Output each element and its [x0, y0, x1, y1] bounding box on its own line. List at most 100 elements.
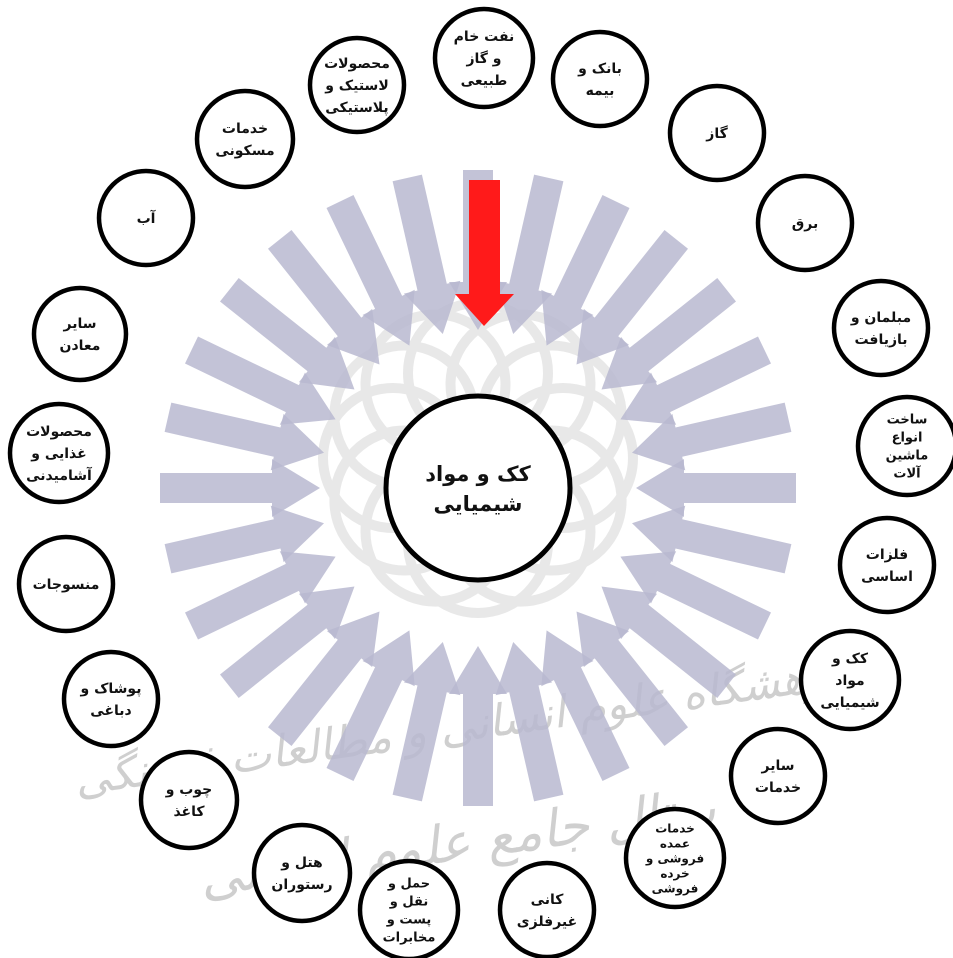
- sector-label-line: بانک و: [577, 61, 622, 77]
- sector-label-line: پست و: [386, 913, 431, 928]
- sector-label-line: نقل و: [389, 895, 428, 910]
- inward-arrow-icon: [541, 630, 630, 781]
- sector-label-line: مخابرات: [383, 931, 436, 946]
- sector-circle: [31, 285, 129, 383]
- inward-arrow-icon: [636, 459, 796, 517]
- sector-node-gas: گاز: [667, 83, 767, 183]
- sector-label-line: بازیافت: [854, 332, 907, 348]
- inward-arrow-icon: [392, 174, 461, 334]
- center-label-line: کک و مواد: [425, 462, 531, 486]
- sector-label-line: سایر: [63, 316, 97, 332]
- sector-label-line: بیمه: [586, 83, 615, 99]
- sector-label-line: شیمیایی: [820, 695, 879, 711]
- highlight-arrow: [455, 180, 514, 326]
- sector-label-line: رستوران: [271, 877, 332, 893]
- sector-label-line: و گاز: [465, 50, 501, 67]
- sector-circle: [307, 35, 407, 135]
- inward-arrow-icon: [601, 586, 736, 698]
- sector-node-water: آب: [96, 168, 196, 268]
- sector-label-line: فلزات: [866, 547, 908, 563]
- sector-label-line: منسوجات: [33, 577, 100, 593]
- inward-arrow-icon: [268, 611, 380, 746]
- sector-label-line: پلاستیکی: [325, 100, 388, 116]
- sector-node-other-mining: سایر معادن: [31, 285, 129, 383]
- sector-circle: [357, 858, 461, 958]
- sector-label-line: محصولات: [324, 56, 390, 72]
- sector-label-line: خرده: [660, 866, 689, 880]
- sector-node-crude-oil-gas: نفت خام و گاز طبیعی: [432, 6, 536, 110]
- sector-label-line: آب: [137, 209, 157, 227]
- inward-arrow-icon: [326, 630, 415, 781]
- inward-arrow-icon: [449, 646, 507, 806]
- inward-arrow-icon: [268, 230, 380, 365]
- sector-label-line: فروشی و: [645, 851, 704, 866]
- sector-label-line: هتل و: [280, 855, 323, 871]
- sector-circle: [831, 278, 931, 378]
- sector-label-line: حمل و: [387, 877, 430, 892]
- inward-arrow-icon: [620, 551, 771, 640]
- inward-arrow-icon: [541, 195, 630, 346]
- sector-label-line: پوشاک و: [80, 681, 142, 697]
- inward-arrow-icon: [601, 278, 736, 390]
- sector-circle: [755, 173, 855, 273]
- inward-arrow-icon: [576, 230, 688, 365]
- sector-label-line: محصولات: [26, 424, 92, 440]
- inward-arrow-icon: [576, 611, 688, 746]
- sector-node-wood-paper: چوب و کاغذ: [138, 749, 240, 851]
- sector-circle: [96, 168, 196, 268]
- sector-circle: [728, 726, 828, 826]
- inward-arrow-icon: [326, 195, 415, 346]
- inward-arrow-icon: [495, 642, 564, 802]
- sector-node-hotel-restaurant: هتل و رستوران: [251, 822, 353, 924]
- sector-label-line: خدمات: [222, 121, 268, 137]
- center-label-line: شیمیایی: [434, 492, 523, 516]
- sector-label-line: مواد: [835, 673, 864, 689]
- sector-label-line: آشامیدنی: [26, 466, 93, 484]
- sector-node-residential-services: خدمات مسکونی: [194, 88, 296, 190]
- sector-circle: [837, 515, 937, 615]
- sector-label-line: مبلمان و: [850, 310, 911, 326]
- sector-label-line: نفت خام: [454, 29, 515, 45]
- sector-label-line: سایر: [761, 758, 795, 774]
- sector-circle: [194, 88, 296, 190]
- sector-node-transport-post: حمل و نقل و پست و مخابرات: [357, 858, 461, 958]
- sector-label-line: مسکونی: [215, 143, 274, 159]
- sector-node-electricity: برق: [755, 173, 855, 273]
- sector-node-coke-chemicals: کک و مواد شیمیایی: [798, 628, 902, 732]
- sector-node-textiles: منسوجات: [16, 534, 116, 634]
- center-node: کک و مواد شیمیایی: [383, 393, 573, 583]
- center-circle: [383, 393, 573, 583]
- inward-arrow-icon: [620, 336, 771, 425]
- sector-circle: [61, 649, 161, 749]
- sector-label-line: کک و: [831, 651, 869, 667]
- sector-label-line: آلات: [893, 465, 921, 482]
- down-arrow-icon: [455, 180, 514, 326]
- sector-label-line: طبیعی: [461, 73, 508, 89]
- sector-label-line: خدمات: [755, 780, 801, 796]
- sector-label-line: کاغذ: [173, 804, 205, 820]
- sector-circle: [7, 401, 111, 505]
- sector-label-line: عمده: [660, 836, 690, 850]
- sector-circle: [432, 6, 536, 110]
- sector-node-other-services: سایر خدمات: [728, 726, 828, 826]
- sector-circle: [251, 822, 353, 924]
- sector-circle: [623, 806, 727, 910]
- inward-arrow-icon: [185, 551, 336, 640]
- sector-label-line: برق: [792, 216, 818, 232]
- inward-arrow-icon: [185, 336, 336, 425]
- sector-label-line: فروشی: [652, 881, 699, 896]
- inward-arrow-icon: [164, 505, 324, 574]
- sector-label-line: چوب و: [165, 782, 213, 798]
- sector-label-line: معادن: [60, 338, 101, 354]
- sector-label-line: لاستیک و: [324, 78, 389, 94]
- sector-circle: [855, 394, 953, 498]
- sector-label-line: گاز: [705, 125, 728, 142]
- sector-circle: [16, 534, 116, 634]
- sector-circle: [798, 628, 902, 732]
